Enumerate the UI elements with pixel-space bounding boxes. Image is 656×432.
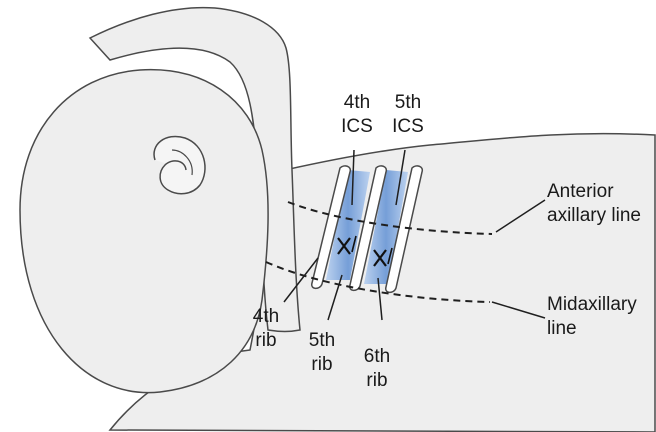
ics4-label: 4th ICS <box>341 91 373 139</box>
head <box>20 70 268 393</box>
rib6-label: 6th rib <box>364 345 390 393</box>
midaxillary-line-label: Midaxillary line <box>547 293 637 341</box>
rib5-label: 5th rib <box>309 329 335 377</box>
rib4-label: 4th rib <box>253 305 279 353</box>
ics5-label: 5th ICS <box>392 91 424 139</box>
anterior-axillary-line-label: Anterior axillary line <box>547 180 641 228</box>
